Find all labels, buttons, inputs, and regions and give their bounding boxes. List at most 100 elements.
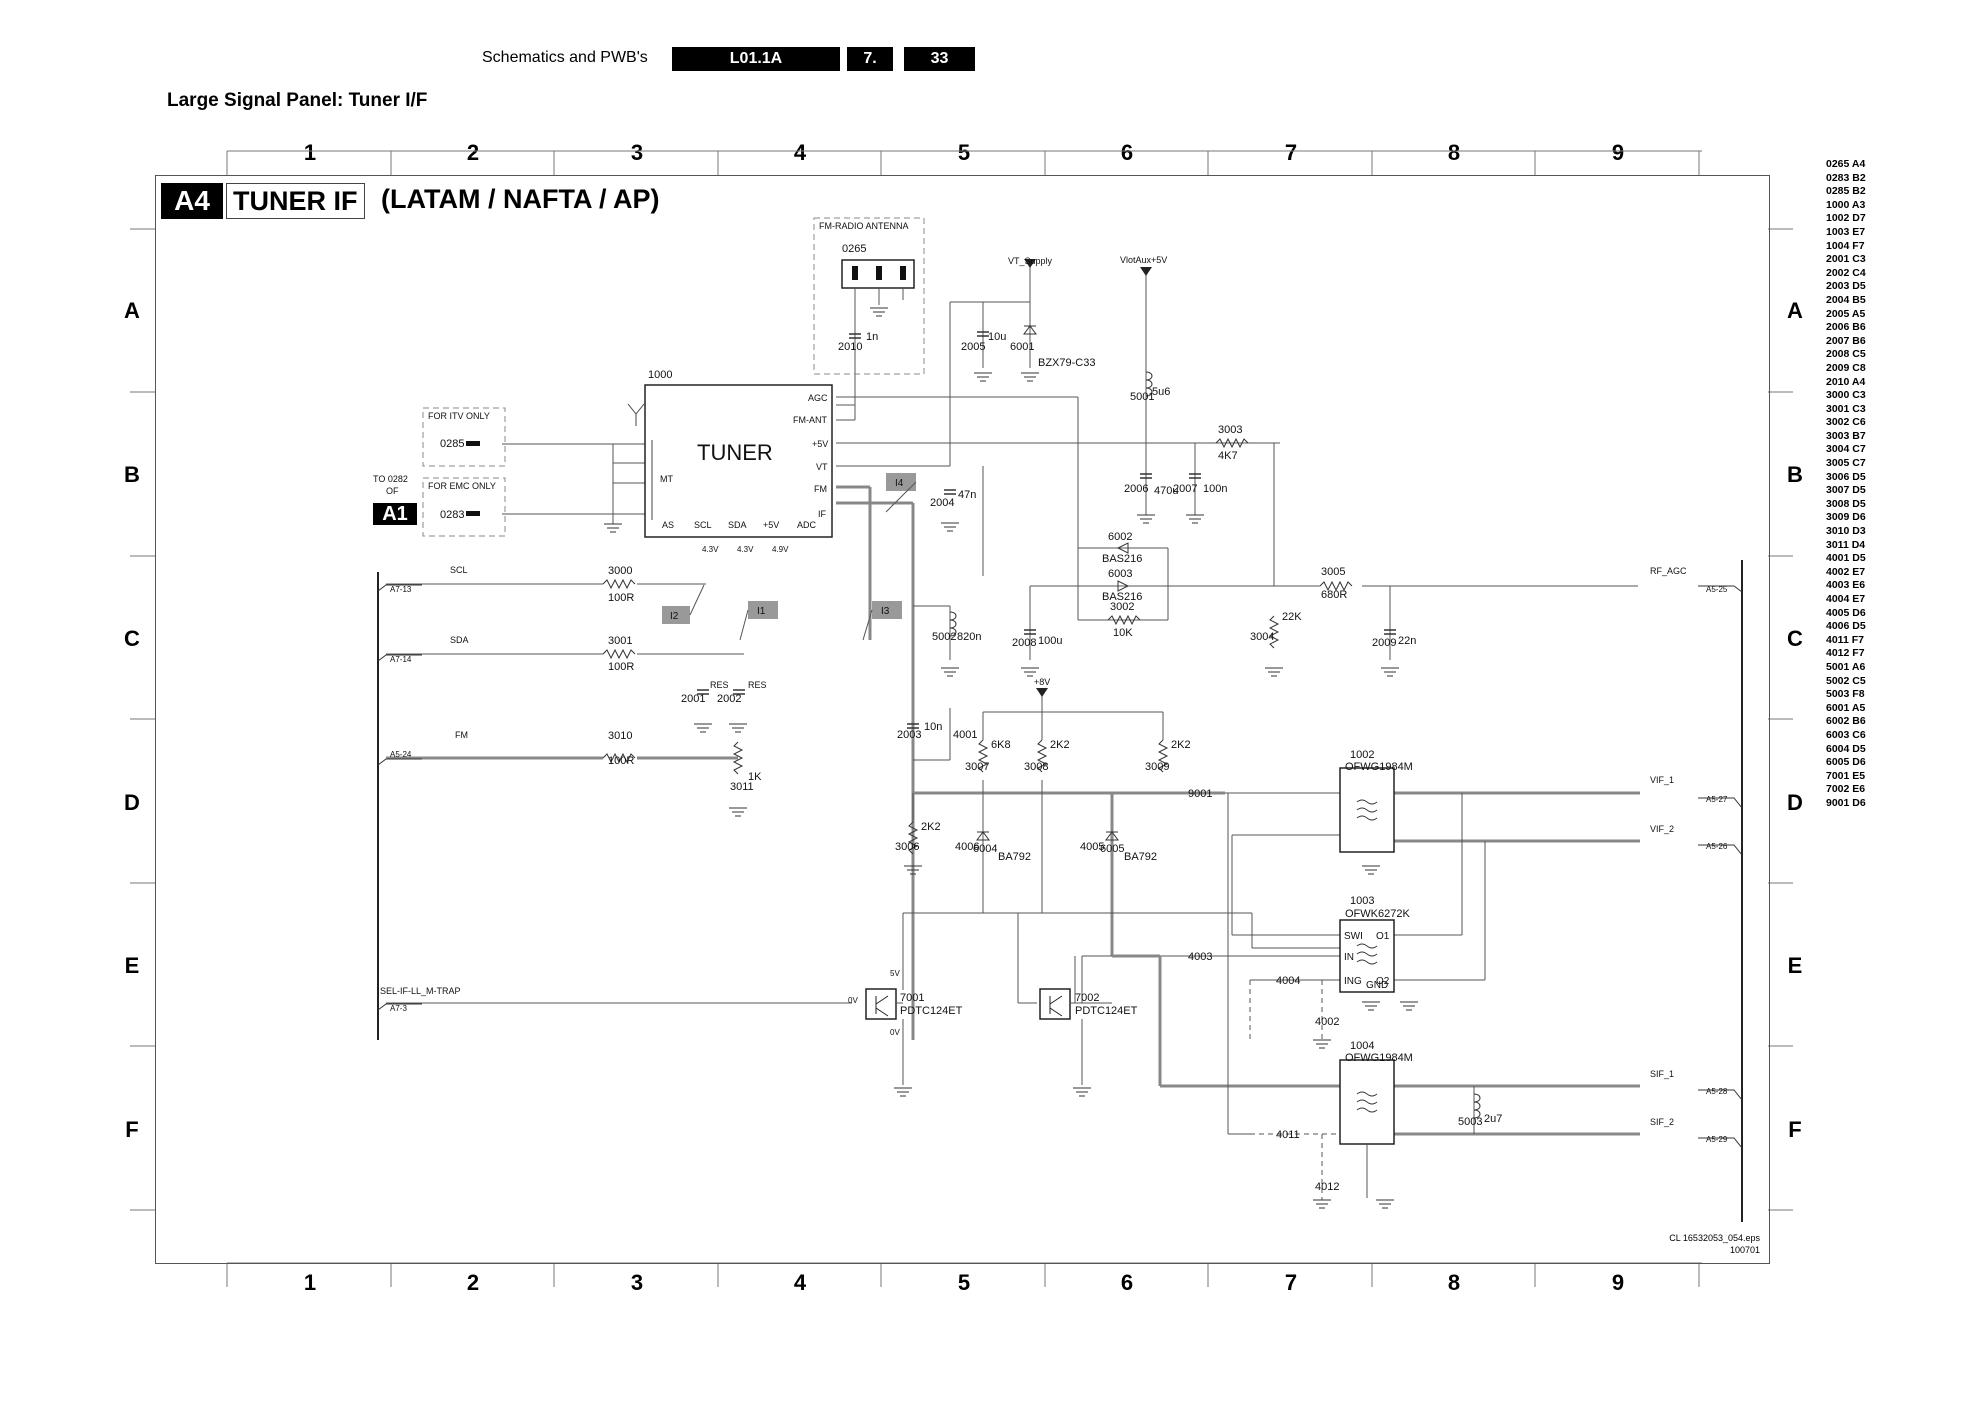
label: 6004 xyxy=(973,843,997,855)
index-entry: 0265 A4 xyxy=(1826,158,1866,170)
label: FOR ITV ONLY xyxy=(428,411,490,421)
label: 6001 xyxy=(1010,341,1034,353)
label: 3001 xyxy=(608,635,632,647)
index-entry: 3005 C7 xyxy=(1826,457,1866,470)
label: PDTC124ET xyxy=(1075,1005,1138,1017)
grid-col-label: 8 xyxy=(1447,140,1461,165)
label: 5003 xyxy=(1458,1116,1482,1128)
label: BAS216 xyxy=(1102,591,1142,603)
header-model: L01.1A xyxy=(672,47,840,71)
index-entry: 2008 C5 xyxy=(1826,348,1866,361)
label: 2K2 xyxy=(1171,739,1191,751)
label: 100u xyxy=(1038,635,1062,647)
label: 470u xyxy=(1154,485,1178,497)
label: 22K xyxy=(1282,611,1302,623)
label: BZX79-C33 xyxy=(1038,357,1095,369)
grid-row-label: C xyxy=(124,626,140,651)
index-entry: 6004 D5 xyxy=(1826,742,1866,755)
index-entry: 5002 C5 xyxy=(1826,674,1866,687)
label: RES xyxy=(748,680,767,690)
label: 2008 xyxy=(1012,637,1036,649)
label: 1n xyxy=(866,331,878,343)
label: 2007 xyxy=(1173,483,1197,495)
label: 4.9V xyxy=(772,545,789,554)
label: OF xyxy=(386,486,399,496)
label: 47n xyxy=(958,489,976,501)
label: 100R xyxy=(608,661,634,673)
index-entry: 3008 D5 xyxy=(1826,497,1866,510)
grid-col-label: 3 xyxy=(630,140,644,165)
label: 100R xyxy=(608,755,634,767)
resistor-symbols xyxy=(602,371,1481,1119)
transistor-7001 xyxy=(865,988,897,1020)
label: I2 xyxy=(670,611,679,622)
diagram-frame xyxy=(155,175,1770,1264)
wires xyxy=(377,267,1743,1222)
label: I4 xyxy=(895,478,904,489)
label: OFWK6272K xyxy=(1345,908,1410,920)
grid-col-label: 5 xyxy=(957,1270,971,1295)
grid-col-label: 6 xyxy=(1120,1270,1134,1295)
label: A7-13 xyxy=(390,585,412,594)
transistor-7002 xyxy=(1039,988,1071,1020)
label: 820n xyxy=(957,631,981,643)
tuner-block xyxy=(644,384,833,538)
label: 0V xyxy=(848,996,858,1005)
label: AS xyxy=(662,520,674,530)
index-entry: 6003 C6 xyxy=(1826,728,1866,741)
sheet-region: (LATAM / NAFTA / AP) xyxy=(381,184,660,214)
label: 22n xyxy=(1398,635,1416,647)
label: I3 xyxy=(881,606,890,617)
grid-row-label: B xyxy=(124,462,140,487)
index-entry: 3001 C3 xyxy=(1826,402,1866,415)
label: VT xyxy=(816,462,828,472)
index-entry: 2002 C4 xyxy=(1826,266,1866,279)
label: 4011 xyxy=(1276,1129,1300,1141)
index-entry: 6005 D6 xyxy=(1826,756,1866,769)
label: 100n xyxy=(1203,483,1227,495)
label: 4004 xyxy=(1276,975,1300,987)
grid-col-label: 7 xyxy=(1284,1270,1298,1295)
label: 5002 xyxy=(932,631,956,643)
sheet-name: TUNER IF xyxy=(226,183,365,219)
label: 2009 xyxy=(1372,637,1396,649)
label: 3008 xyxy=(1024,761,1048,773)
index-entry: 3009 D6 xyxy=(1826,511,1866,524)
grid-col-label: 6 xyxy=(1120,140,1134,165)
grid-col-label: 9 xyxy=(1611,140,1625,165)
label: +5V xyxy=(812,439,828,449)
grid-col-label: 4 xyxy=(793,140,807,165)
index-entry: 6001 A5 xyxy=(1826,701,1866,714)
label: BA792 xyxy=(1124,851,1157,863)
label: A7-14 xyxy=(390,655,412,664)
grid-col-label: 3 xyxy=(630,1270,644,1295)
grid-row-label: E xyxy=(124,953,140,978)
label: SEL-IF-LL_M-TRAP xyxy=(380,986,461,996)
label: 2002 xyxy=(717,693,741,705)
label: 2001 xyxy=(681,693,705,705)
label: VIF_1 xyxy=(1650,775,1674,785)
label: FM xyxy=(814,484,827,494)
label: 4006 xyxy=(955,841,979,853)
index-entry: 4006 D5 xyxy=(1826,620,1866,633)
label: 0V xyxy=(890,1028,900,1037)
label: A5-29 xyxy=(1706,1135,1728,1144)
index-entry: 2009 C8 xyxy=(1826,361,1866,374)
grid-col-label: 9 xyxy=(1611,1270,1625,1295)
index-entry: 2007 B6 xyxy=(1826,334,1866,347)
label: 3009 xyxy=(1145,761,1169,773)
label: A5-24 xyxy=(390,750,412,759)
label: 1002 xyxy=(1350,749,1374,761)
index-entry: 3006 D5 xyxy=(1826,470,1866,483)
label: 3005 xyxy=(1321,566,1345,578)
header-page: 33 xyxy=(904,47,975,71)
label: 1K xyxy=(748,771,762,783)
label: TO 0282 xyxy=(373,474,408,484)
label: 7002 xyxy=(1075,992,1099,1004)
label: A7-3 xyxy=(390,1004,407,1013)
label: 4012 xyxy=(1315,1181,1339,1193)
label: 4002 xyxy=(1315,1016,1339,1028)
label: SWI xyxy=(1344,931,1363,942)
grid-row-label: F xyxy=(1788,1117,1802,1142)
label: 9001 xyxy=(1188,788,1212,800)
